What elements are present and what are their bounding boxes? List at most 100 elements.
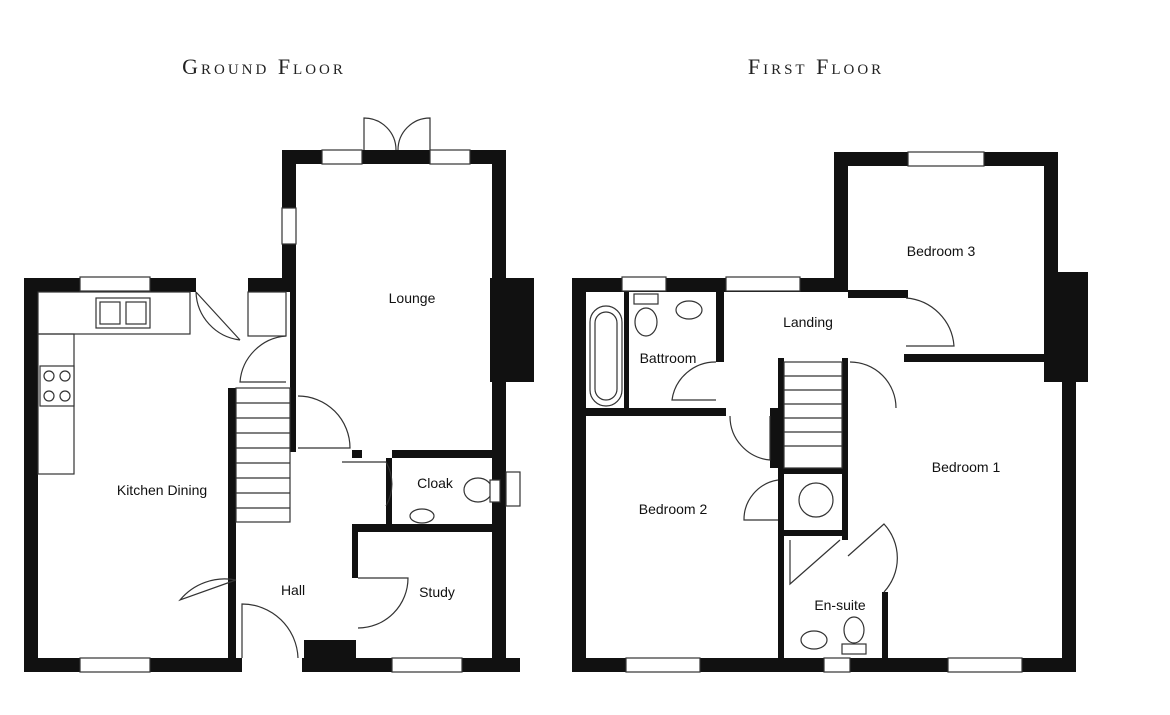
french-door-right: [397, 117, 431, 151]
cylinder: [798, 482, 834, 518]
first-floor-walls: [572, 152, 1088, 672]
room-label-lounge: Lounge: [389, 290, 436, 306]
room-label-bedroom3: Bedroom 3: [907, 243, 976, 259]
cupboard-door: [743, 479, 779, 521]
bedroom3-door: [905, 297, 955, 347]
basin: [409, 508, 435, 524]
wall: [1062, 380, 1076, 672]
room-label-kitchen-dining: Kitchen Dining: [117, 482, 207, 498]
wall: [778, 468, 784, 658]
wall: [572, 278, 586, 672]
cistern: [489, 479, 501, 503]
window: [907, 151, 985, 167]
room-label-study: Study: [419, 584, 455, 600]
window: [429, 149, 471, 165]
chimney: [490, 278, 534, 382]
ground-floor-doors: [178, 117, 431, 659]
bath-inner: [594, 311, 618, 401]
ground-floor-walls: [24, 150, 534, 672]
wall: [904, 354, 1050, 362]
first-floor-title: First Floor: [748, 54, 884, 79]
wall: [834, 152, 848, 292]
stair-treads: [784, 375, 842, 447]
room-label-bathroom: Battroom: [640, 350, 697, 366]
kitchen-fixtures: [37, 291, 191, 475]
bedroom2-door: [729, 415, 771, 461]
room-label-cloak: Cloak: [417, 475, 454, 491]
wall: [848, 290, 908, 298]
wall: [352, 450, 362, 458]
kitchen-door: [178, 578, 237, 602]
first-floor: First Floor: [572, 54, 1088, 673]
hob-ring: [43, 390, 55, 402]
wall: [282, 150, 506, 164]
window: [621, 276, 667, 292]
window: [947, 657, 1023, 673]
bathroom-door: [671, 361, 717, 401]
wall: [842, 468, 848, 540]
cloak-door: [342, 461, 393, 507]
ensuite-fixtures: [800, 616, 867, 655]
basin: [800, 630, 828, 650]
wall: [228, 388, 236, 668]
wall: [778, 358, 784, 470]
window: [725, 276, 801, 292]
worktop: [37, 291, 191, 335]
bathroom-fixtures: [589, 293, 834, 518]
porch-cupboard: [247, 291, 287, 337]
wall: [304, 640, 356, 672]
window: [505, 471, 521, 507]
wall: [778, 468, 848, 474]
staircase: [235, 387, 291, 523]
basin: [675, 300, 703, 320]
toilet: [463, 477, 493, 503]
staircase: [783, 361, 843, 469]
wall: [386, 458, 392, 526]
sink-bowl: [99, 301, 121, 325]
cupboard-door: [239, 335, 287, 383]
wall: [492, 150, 506, 672]
wall: [842, 358, 848, 470]
room-label-landing: Landing: [783, 314, 833, 330]
ground-floor-stairs: [235, 387, 291, 523]
room-label-hall: Hall: [281, 582, 305, 598]
window: [79, 276, 151, 292]
front-door: [241, 603, 299, 659]
window: [79, 657, 151, 673]
room-label-bedroom1: Bedroom 1: [932, 459, 1001, 475]
study-door: [357, 577, 409, 629]
wall: [248, 278, 290, 292]
hob-ring: [59, 370, 71, 382]
chimney: [1044, 272, 1088, 382]
shower-tray: [789, 539, 841, 586]
wall: [784, 530, 842, 536]
wall: [352, 532, 358, 578]
window: [281, 207, 297, 245]
wall: [586, 408, 726, 416]
cistern: [841, 643, 867, 655]
wall: [624, 292, 629, 408]
ground-floor-title: Ground Floor: [182, 54, 346, 79]
ensuite-door: [847, 523, 898, 593]
cloak-fixtures: [409, 477, 501, 524]
hob-ring: [43, 370, 55, 382]
window: [321, 149, 363, 165]
wall: [290, 292, 296, 452]
first-floor-doors: [671, 297, 955, 593]
first-floor-stairs: [783, 361, 843, 469]
first-floor-windows: [621, 151, 1023, 673]
ground-floor: Ground Floor: [24, 54, 534, 673]
toilet: [634, 307, 658, 337]
french-door-left: [363, 117, 397, 151]
stair-treads: [236, 402, 290, 509]
back-door: [195, 291, 241, 341]
window: [823, 657, 851, 673]
wall: [770, 408, 778, 468]
wall: [352, 524, 506, 532]
bedroom1-door: [849, 361, 897, 409]
wall: [24, 278, 38, 672]
wall: [392, 450, 506, 458]
ground-floor-windows: [79, 149, 521, 673]
cistern: [633, 293, 659, 305]
room-label-ensuite: En-suite: [814, 597, 866, 613]
